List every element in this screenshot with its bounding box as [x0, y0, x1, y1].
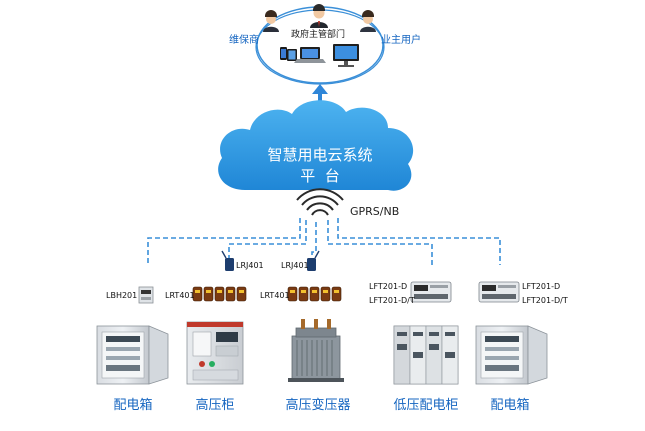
- government-person-icon: [310, 4, 328, 28]
- owner-label: 业主用户: [381, 35, 421, 46]
- owner-person-icon: [360, 10, 376, 32]
- laptop-icon: [294, 47, 326, 63]
- lft201-unit-2: [478, 281, 520, 303]
- lbh201-label: LBH201: [106, 291, 138, 300]
- phone-icon: [280, 47, 287, 60]
- distribution-box-right: [475, 325, 548, 385]
- lrj401-device-right: [307, 250, 320, 271]
- desktop-monitor-icon: [333, 44, 359, 67]
- lrj401-right-label: LRJ401: [281, 261, 309, 270]
- lft201-dt-label-2: LFT201-D/T: [522, 296, 568, 305]
- equipment-label-low-voltage-cabinet: 低压配电柜: [393, 398, 459, 413]
- equipment-label-transformer: 高压变压器: [285, 398, 351, 413]
- low-voltage-cabinet: [393, 325, 459, 385]
- maintainer-label: 维保商: [229, 35, 259, 46]
- network-protocol-label: GPRS/NB: [350, 205, 400, 218]
- maintainer-person-icon: [263, 10, 279, 32]
- equipment-label-high-voltage-cabinet: 高压柜: [195, 398, 235, 413]
- platform-title: 智慧用电云系统: [267, 146, 373, 164]
- lft201-unit-1: [410, 281, 452, 303]
- connector-lines: [147, 218, 501, 266]
- lft201-dt-label-1: LFT201-D/T: [369, 296, 415, 305]
- government-label: 政府主管部门: [291, 30, 346, 40]
- lrt401-right-label: LRT401: [260, 291, 290, 300]
- lrj401-device-left: [221, 250, 234, 271]
- cloud-platform: [218, 100, 414, 191]
- tablet-icon: [287, 49, 297, 61]
- wireless-signal-icon: [296, 188, 344, 216]
- lbh201-device: [138, 286, 154, 304]
- lft201-d-label-2: LFT201-D: [522, 282, 561, 291]
- lrt401-sensors-left: [192, 286, 247, 302]
- equipment-label-distribution-box-right: 配电箱: [490, 398, 530, 413]
- lrj401-left-label: LRJ401: [236, 261, 264, 270]
- equipment-label-distribution-box-left: 配电箱: [113, 398, 153, 413]
- high-voltage-cabinet: [186, 321, 244, 385]
- lrt401-left-label: LRT401: [165, 291, 195, 300]
- platform-subtitle: 平 台: [300, 167, 340, 185]
- lrt401-sensors-right: [287, 286, 342, 302]
- lft201-d-label-1: LFT201-D: [369, 282, 408, 291]
- distribution-box-left: [96, 325, 169, 385]
- transformer: [288, 319, 344, 382]
